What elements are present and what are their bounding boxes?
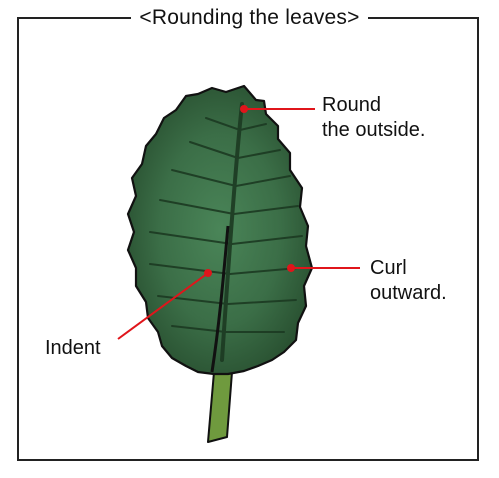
label-round-line2: the outside. bbox=[322, 118, 425, 143]
label-curl-line2: outward. bbox=[370, 281, 447, 306]
diagram-title: <Rounding the leaves> bbox=[0, 5, 499, 31]
label-indent-text: Indent bbox=[45, 336, 101, 361]
label-indent: Indent bbox=[45, 336, 101, 361]
label-round-line1: Round bbox=[322, 93, 425, 118]
label-curl-outward: Curl outward. bbox=[370, 256, 447, 306]
leaf-stem bbox=[208, 372, 232, 442]
label-round-outside: Round the outside. bbox=[322, 93, 425, 143]
diagram-title-text: <Rounding the leaves> bbox=[131, 6, 367, 29]
label-curl-line1: Curl bbox=[370, 256, 447, 281]
